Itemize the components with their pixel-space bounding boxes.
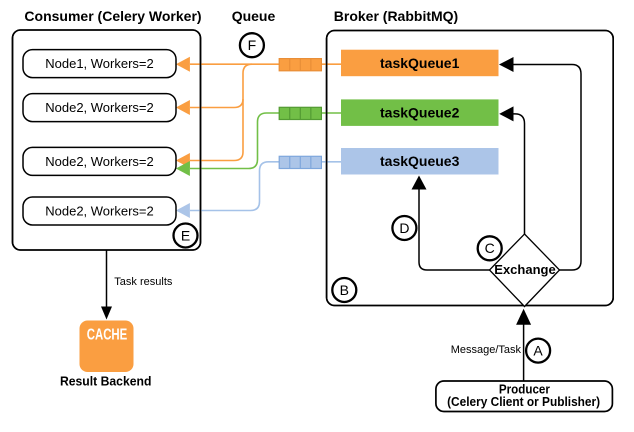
svg-text:D: D — [399, 220, 409, 236]
svg-text:Node2, Workers=2: Node2, Workers=2 — [45, 204, 154, 219]
svg-text:F: F — [248, 37, 257, 53]
svg-text:taskQueue1: taskQueue1 — [380, 55, 460, 71]
svg-text:Queue: Queue — [232, 8, 276, 24]
svg-text:B: B — [340, 282, 349, 298]
svg-text:Node2, Workers=2: Node2, Workers=2 — [45, 100, 154, 115]
svg-text:Result Backend: Result Backend — [60, 374, 152, 389]
svg-text:Consumer (Celery Worker): Consumer (Celery Worker) — [24, 8, 201, 24]
svg-text:Producer: Producer — [499, 382, 550, 397]
svg-text:CACHE: CACHE — [87, 327, 128, 344]
svg-text:Node2, Workers=2: Node2, Workers=2 — [45, 154, 154, 169]
svg-text:Task results: Task results — [114, 276, 173, 288]
svg-text:Exchange: Exchange — [494, 262, 555, 277]
svg-text:Message/Task: Message/Task — [451, 344, 522, 356]
svg-text:A: A — [533, 342, 543, 358]
svg-text:taskQueue2: taskQueue2 — [380, 105, 460, 121]
svg-text:(Celery Client or Publisher): (Celery Client or Publisher) — [447, 394, 600, 409]
svg-text:Node1, Workers=2: Node1, Workers=2 — [45, 56, 154, 71]
svg-text:C: C — [485, 240, 495, 256]
svg-text:Broker (RabbitMQ): Broker (RabbitMQ) — [334, 8, 458, 24]
svg-text:E: E — [181, 227, 190, 243]
svg-text:taskQueue3: taskQueue3 — [380, 153, 460, 169]
